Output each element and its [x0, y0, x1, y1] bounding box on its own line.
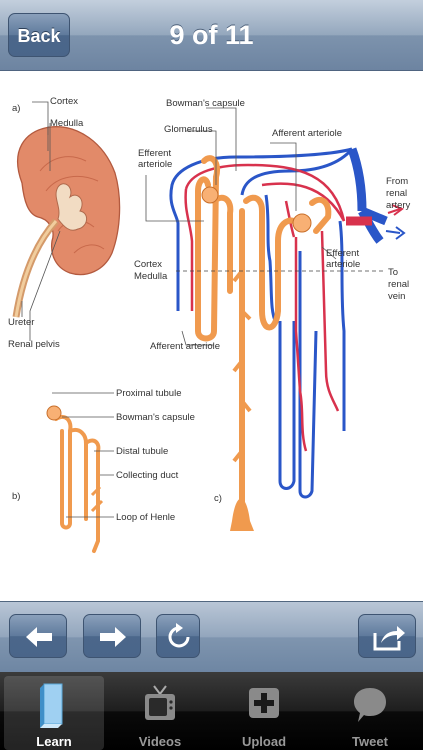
- label-efferent-right-1: Efferent: [326, 248, 359, 259]
- next-button[interactable]: [83, 614, 141, 658]
- glomerulus-right: [292, 213, 312, 233]
- veins: [169, 147, 354, 499]
- navigation-bar: Back 9 of 11: [0, 0, 423, 71]
- page-counter-title: 9 of 11: [169, 20, 254, 50]
- arrow-right-icon: [100, 627, 126, 647]
- tab-learn-label: Learn: [36, 734, 72, 749]
- bottom-toolbar: [0, 601, 423, 672]
- panel-a-label: a): [12, 103, 20, 114]
- arteries: [184, 163, 346, 452]
- tab-videos-label: Videos: [138, 734, 182, 749]
- label-ureter: Ureter: [8, 317, 34, 328]
- label-from-3: artery: [386, 200, 411, 211]
- previous-button[interactable]: [9, 614, 67, 658]
- tab-upload-label: Upload: [241, 734, 287, 749]
- bowmans-capsule-small: [46, 405, 62, 421]
- tv-icon: [145, 685, 175, 720]
- upload-plus-icon: [249, 688, 279, 718]
- label-medulla-c: Medulla: [134, 271, 168, 282]
- label-from-2: renal: [386, 188, 407, 199]
- tab-bar: Learn Videos Upload Tweet: [0, 672, 423, 750]
- tab-tweet[interactable]: Tweet: [320, 676, 420, 750]
- arrow-left-icon: [26, 627, 52, 647]
- back-button[interactable]: Back: [8, 13, 70, 57]
- label-distal-tubule: Distal tubule: [116, 446, 168, 457]
- label-glomerulus: Glomerulus: [164, 124, 213, 135]
- panel-c-label: c): [214, 493, 222, 504]
- label-cortex: Cortex: [50, 96, 78, 107]
- label-proximal-tubule: Proximal tubule: [116, 388, 181, 399]
- share-icon: [373, 626, 405, 651]
- label-afferent-bottom: Afferent arteriole: [150, 341, 220, 352]
- tab-upload[interactable]: Upload: [214, 676, 314, 750]
- label-efferent-left-1: Efferent: [138, 148, 171, 159]
- label-medulla: Medulla: [50, 118, 84, 129]
- label-from-1: From: [386, 176, 408, 187]
- label-to-3: vein: [388, 291, 405, 302]
- label-loop-of-henle: Loop of Henle: [116, 512, 175, 523]
- label-cortex-c: Cortex: [134, 259, 162, 270]
- label-to-2: renal: [388, 279, 409, 290]
- label-renal-pelvis: Renal pelvis: [8, 339, 60, 350]
- duct-branches: [90, 485, 104, 513]
- tab-tweet-label: Tweet: [352, 734, 388, 749]
- label-bowmans-capsule-c: Bowman's capsule: [166, 98, 245, 109]
- diagram-area: a) Cortex Medulla Ureter Renal pelvis b): [0, 71, 423, 601]
- duct-branches-c: [232, 269, 252, 463]
- label-efferent-left-2: arteriole: [138, 159, 172, 170]
- kidney-nephron-diagram: a) Cortex Medulla Ureter Renal pelvis b): [8, 96, 411, 553]
- label-collecting-duct: Collecting duct: [116, 470, 179, 481]
- refresh-icon: [168, 623, 190, 648]
- tab-videos[interactable]: Videos: [110, 676, 210, 750]
- collecting-duct-outlet: [230, 498, 254, 531]
- speech-bubble-icon: [354, 688, 386, 722]
- glomerulus-left: [201, 186, 219, 204]
- label-afferent-top: Afferent arteriole: [272, 128, 342, 139]
- label-to-1: To: [388, 267, 398, 278]
- label-bowmans-capsule-b: Bowman's capsule: [116, 412, 195, 423]
- kidney-illustration: [12, 126, 121, 318]
- tab-learn[interactable]: Learn: [4, 676, 104, 750]
- book-icon: [40, 683, 63, 728]
- refresh-button[interactable]: [156, 614, 200, 658]
- panel-b-label: b): [12, 491, 20, 502]
- renal-vein-trunk: [347, 147, 367, 212]
- label-efferent-right-2: arteriole: [326, 259, 360, 270]
- tubules: [195, 155, 332, 524]
- share-button[interactable]: [358, 614, 416, 658]
- simple-nephron: [54, 414, 101, 553]
